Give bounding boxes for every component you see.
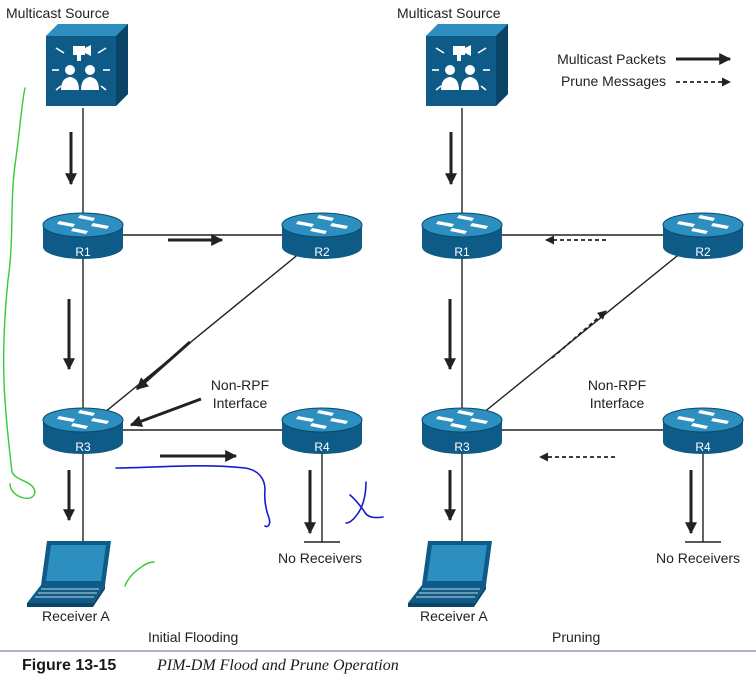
caption-figure-number: Figure 13-15 (22, 657, 116, 674)
legend-prune-label: Prune Messages (561, 73, 666, 89)
right-no-receivers-label: No Receivers (656, 550, 741, 566)
right-r2-label: R2 (695, 245, 711, 259)
hand-annotations (2, 87, 384, 587)
left-r3-label: R3 (75, 440, 91, 454)
left-r4-label: R4 (314, 440, 330, 454)
right-multicast-source-icon (425, 23, 509, 107)
left-panel-title: Initial Flooding (148, 629, 239, 645)
right-receiver-laptop-icon (407, 540, 493, 608)
blue-scribble-icon (115, 464, 271, 528)
legend: Multicast Packets Prune Messages (557, 51, 732, 89)
left-receiver-laptop-icon (26, 540, 112, 608)
green-check-icon (124, 561, 155, 587)
left-r1-label: R1 (75, 245, 91, 259)
blue-x-mark-icon (345, 481, 384, 524)
right-panel: R1 R2 R3 R4 (407, 23, 744, 608)
left-non-rpf-label: Non-RPF Interface (210, 377, 270, 411)
left-multicast-source-icon (45, 23, 129, 107)
right-prune-arrows (539, 235, 615, 462)
green-scribble-icon (2, 87, 36, 500)
right-links (461, 108, 721, 570)
right-source-label: Multicast Source (397, 5, 501, 21)
right-r1-label: R1 (454, 245, 470, 259)
left-no-receivers-label: No Receivers (278, 550, 363, 566)
left-links (82, 108, 340, 570)
legend-multicast-label: Multicast Packets (557, 51, 666, 67)
caption-title: PIM-DM Flood and Prune Operation (156, 657, 399, 674)
left-receiver-label: Receiver A (42, 608, 110, 624)
right-multicast-arrows (444, 132, 697, 535)
left-multicast-arrows (63, 132, 316, 535)
right-r3-label: R3 (454, 440, 470, 454)
figure-caption: Figure 13-15 PIM-DM Flood and Prune Oper… (0, 650, 756, 674)
left-panel: R1 R2 R3 R4 (26, 23, 363, 608)
left-source-label: Multicast Source (6, 5, 110, 21)
right-non-rpf-label: Non-RPF Interface (587, 377, 647, 411)
left-r2-label: R2 (314, 245, 330, 259)
right-receiver-label: Receiver A (420, 608, 488, 624)
right-panel-title: Pruning (552, 629, 601, 645)
right-r4-label: R4 (695, 440, 711, 454)
